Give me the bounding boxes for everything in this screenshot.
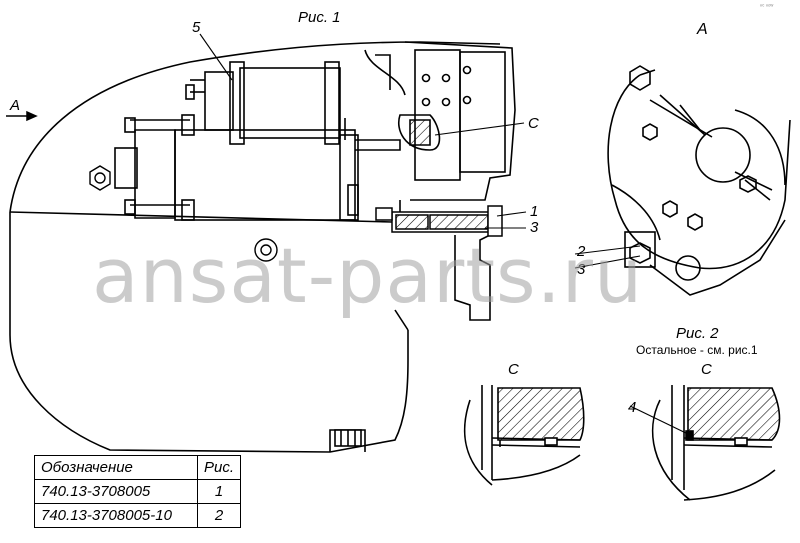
table-row: 740.13-3708005-10 2	[34, 503, 242, 528]
fig2-title: Рис. 2	[676, 325, 719, 342]
callout-2: 2	[577, 243, 586, 260]
fig1-title: Рис. 1	[298, 9, 341, 26]
spec-cell-fig: 1	[196, 479, 242, 504]
callout-c: С	[528, 115, 539, 132]
arrow-a-label: А	[10, 97, 21, 114]
spec-header-designation: Обозначение	[34, 455, 198, 480]
spec-cell-designation: 740.13-3708005	[34, 479, 198, 504]
callout-3-upper: 3	[530, 219, 539, 236]
hex-bolt-left	[89, 165, 111, 191]
view-a-title: А	[697, 21, 708, 38]
callout-4: 4	[628, 399, 637, 416]
fig2-note: Остальное - см. рис.1	[636, 343, 758, 357]
housing-outline	[9, 41, 501, 453]
section-c-right	[651, 385, 781, 501]
section-c-left-label: С	[508, 361, 519, 378]
mounting-bolt	[375, 205, 503, 237]
spec-table-header-row: Обозначение Рис.	[34, 455, 242, 480]
spec-cell-designation: 740.13-3708005-10	[34, 503, 198, 528]
section-c-left	[463, 385, 585, 486]
callout-5: 5	[192, 19, 201, 36]
callout-1: 1	[530, 203, 539, 220]
table-row: 740.13-3708005 1	[34, 479, 242, 504]
view-arrow-a	[6, 110, 38, 122]
spec-cell-fig: 2	[196, 503, 242, 528]
corner-mark: ⁿᶜ ⁿᵒʷ	[760, 4, 774, 10]
leader-lines	[199, 33, 691, 436]
section-c-right-label: С	[701, 361, 712, 378]
callout-3-lower: 3	[577, 261, 586, 278]
view-a-drawing	[607, 65, 791, 296]
spec-header-fig: Рис.	[196, 455, 242, 480]
starter-motor	[114, 61, 401, 221]
engine-block	[364, 41, 516, 321]
spec-table: Обозначение Рис. 740.13-3708005 1 740.13…	[34, 455, 242, 528]
drain-bolt	[254, 238, 278, 262]
